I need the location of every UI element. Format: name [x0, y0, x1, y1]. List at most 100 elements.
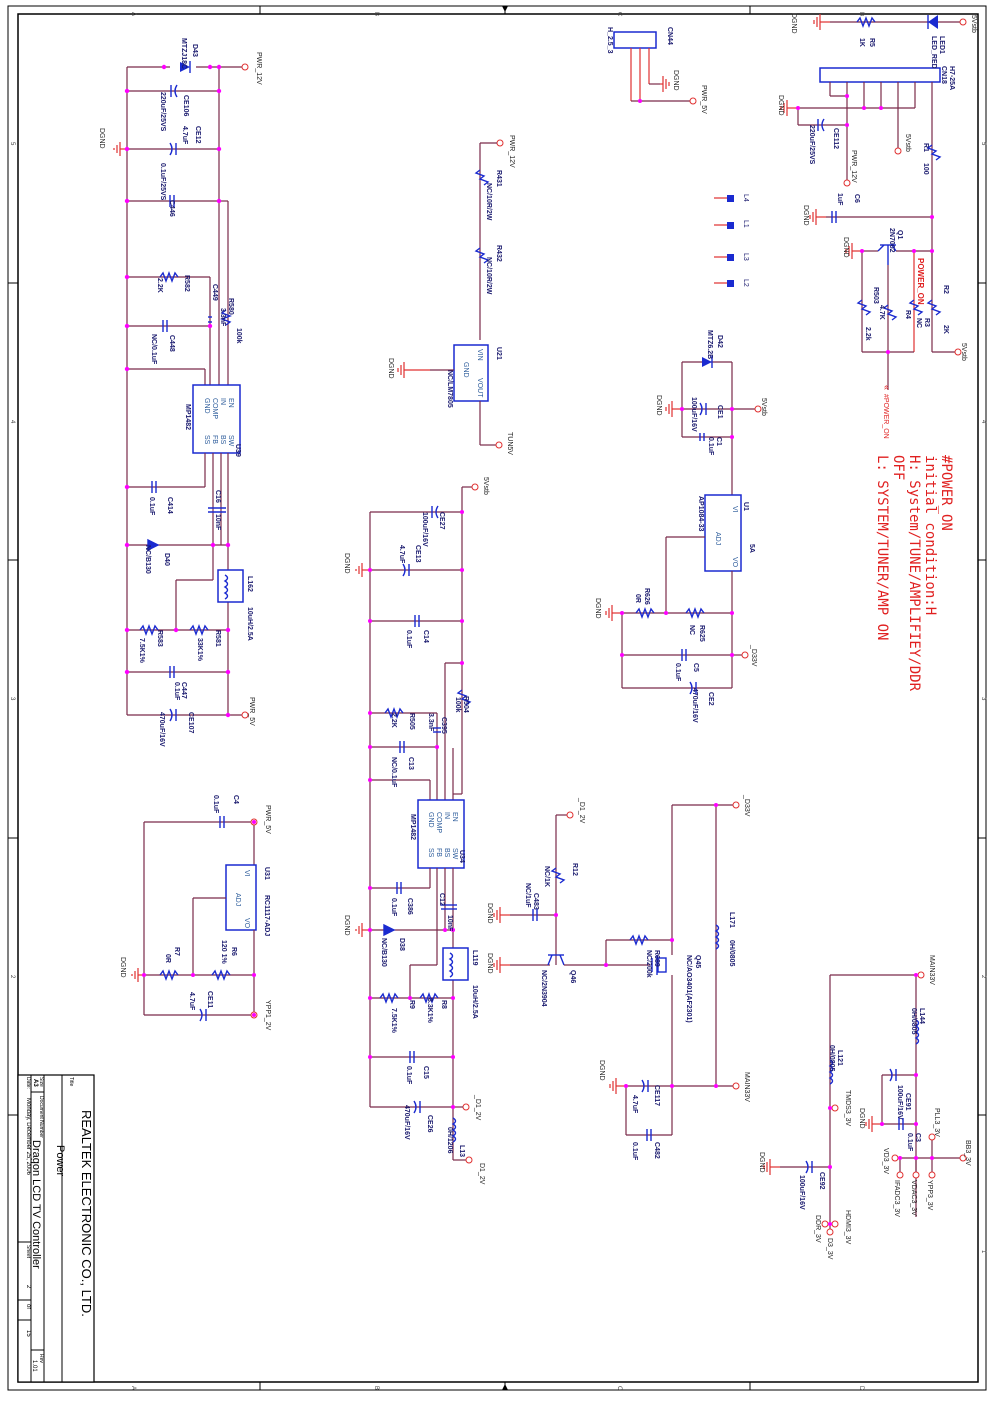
border-row-3-left: 3	[9, 697, 15, 701]
title-label: Title	[68, 1077, 74, 1086]
net-label: PLL3_3V	[933, 1108, 940, 1137]
ref-label: C14	[422, 630, 429, 643]
ref-label: C16	[214, 490, 221, 503]
sheet-number: 2	[25, 1285, 31, 1289]
pmos-transistor-icon	[651, 955, 667, 975]
ref-label: CE117	[653, 1085, 660, 1106]
border-row-4-left: 4	[9, 420, 15, 424]
cn44-block: CN44 H_2.5_3 DGND PWR_5V L4 L1 L3 L2	[606, 27, 749, 287]
val-label: 100k	[454, 697, 461, 713]
border-row-5-left: 5	[9, 142, 15, 146]
u21-ic	[453, 344, 489, 402]
val-label: 4.7K	[878, 305, 885, 320]
border-col-b: B	[373, 12, 379, 16]
val-label: 0R	[164, 954, 171, 963]
ref-label: L121	[836, 1050, 843, 1066]
net-label: PWR_12V	[508, 135, 515, 168]
val-label: H7-25A	[948, 66, 955, 90]
val-label: 100	[922, 163, 929, 175]
power-on-label: POWER_ON	[916, 258, 925, 305]
border-col-b-bottom: B	[373, 1386, 379, 1390]
border-row-2: 2	[980, 975, 986, 979]
pin-label: BS	[443, 848, 450, 858]
ic-ref: U34	[458, 850, 465, 863]
val-label: NC/1K	[543, 866, 550, 887]
doc-number: Dragon LCD TV Controller	[30, 1140, 42, 1269]
power-control-block: « 5Vstb DGND R5 1K LED1 LED_RED H7-25A C…	[777, 13, 977, 439]
border-row-5: 5	[980, 142, 986, 146]
net-label: DGND	[777, 95, 784, 116]
net-label: PWR_12V	[255, 52, 262, 85]
net-label: PWR_5V	[248, 697, 255, 726]
net-label: PWR_5V	[700, 85, 707, 114]
border-col-c-bottom: C	[616, 1386, 622, 1391]
ref-label: R505	[408, 713, 415, 730]
ref-label: CE27	[438, 512, 445, 530]
pin-label: ADJ	[234, 893, 241, 906]
ic-part: MP1482	[409, 814, 416, 840]
net-label: YPP3_3V	[926, 1180, 933, 1211]
ref-label: R7	[173, 947, 180, 956]
note-line: #POWER_ON	[938, 455, 954, 531]
ref-label: R625	[698, 625, 705, 642]
val-label: NC	[688, 625, 695, 635]
sheet-border-outer	[7, 5, 987, 1391]
net-label: DGND	[343, 915, 350, 936]
val-label: 7.5K1%	[390, 1008, 397, 1034]
center-marker	[502, 6, 508, 12]
pin-label: EN	[227, 398, 234, 408]
net-label: YPP1_2V	[264, 1000, 271, 1031]
val-label: 4.7uF	[188, 992, 195, 1011]
center-marker	[502, 1384, 508, 1390]
ref-label: C15	[422, 1066, 429, 1079]
val-label: H_2.5_3	[606, 27, 613, 54]
border-row-1: 1	[980, 1250, 986, 1254]
pin-label: SW	[451, 848, 458, 860]
val-label: 0R	[634, 594, 641, 603]
ref-label: CE106	[182, 95, 189, 117]
net-label: D1_2V	[478, 1163, 485, 1185]
cn18-connector	[819, 67, 941, 83]
ref-label: C483	[532, 893, 539, 910]
val-label: MTZJ18C	[180, 38, 187, 69]
net-label: TMDS3_3V	[844, 1090, 851, 1127]
ref-label: C446	[168, 200, 175, 217]
power-on-note: #POWER_ON initial condition:H H: System/…	[874, 455, 954, 692]
net-label: DGND	[802, 205, 809, 226]
ref-label: L119	[471, 950, 478, 966]
ref-label: C482	[653, 1142, 660, 1159]
val-label: 100uF/16V	[421, 512, 428, 547]
val-label: 33K1%	[196, 638, 203, 662]
val-label: 10nF	[214, 514, 221, 531]
zener-diode-icon	[180, 62, 190, 72]
ref-label: R1	[922, 143, 929, 152]
buck-u34-block: 5Vstb CE27 100uF/16V CE13 4.7uF C14 0.1u…	[343, 477, 489, 1185]
ref-label: R581	[214, 630, 221, 647]
ref-label: C1	[715, 437, 722, 446]
ref-label: Q46	[569, 970, 576, 983]
ref-label: R689	[653, 950, 660, 967]
border-row-2-left: 2	[9, 975, 15, 979]
pin-label: GND	[203, 398, 210, 414]
ref-label: R583	[156, 630, 163, 647]
pwr12v-port	[241, 63, 249, 71]
val-label: LED_RED	[930, 36, 937, 69]
val-label: 470uF/16V	[158, 712, 165, 747]
val-label: 0H/0805	[910, 1008, 917, 1035]
pin-label: COMP	[435, 812, 442, 833]
ref-label: R8	[440, 1000, 447, 1009]
val-label: 470uF/16V	[691, 688, 698, 723]
val-label: 8.3K1%	[426, 998, 433, 1024]
val-label: 3.3nF	[427, 713, 434, 732]
pin-label: SW	[227, 435, 234, 447]
val-label: NC/10R/2W	[485, 183, 492, 221]
ref-label: CN18	[940, 66, 947, 84]
net-label: DGND	[387, 358, 394, 379]
net-label: D3_3V	[826, 1238, 833, 1260]
test-points: L4 L1 L3 L2	[714, 194, 749, 287]
pin-label: IN	[219, 398, 226, 405]
ref-label: L3	[742, 253, 749, 261]
ref-label: R503	[872, 287, 879, 304]
ref-label: CE11	[206, 991, 213, 1008]
